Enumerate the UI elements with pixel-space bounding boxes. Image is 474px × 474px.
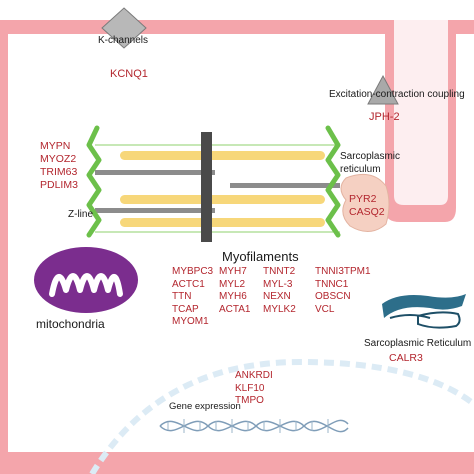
thick-filament xyxy=(120,218,325,227)
z-line-right xyxy=(325,125,341,238)
diamond-icon xyxy=(101,7,147,49)
myofilament-genes-col-1: MYBPC3 ACTC1 TTN TCAP MYOM1 xyxy=(172,266,213,329)
myofilament-gene: MYOM1 xyxy=(172,316,209,327)
jph-gene: JPH-2 xyxy=(369,111,400,123)
mitochondria-label: mitochondria xyxy=(36,317,105,331)
sr-label-line-2: reticulum xyxy=(340,164,381,175)
t-tubule-lumen xyxy=(394,20,448,205)
dna-helix-icon xyxy=(159,419,349,433)
z-line-genes: MYPN MYOZ2 TRIM63 PDLIM3 xyxy=(40,140,78,193)
myofilament-gene: TNNC1 xyxy=(315,278,349,290)
myofilament-gene: MYBPC3 xyxy=(172,266,214,277)
nuclear-envelope xyxy=(89,358,474,474)
sr-sac xyxy=(340,173,390,232)
gene-expression-label: Gene expression xyxy=(169,401,241,412)
myofilament-genes-col-4: TNNI3TPM1 TNNC1 OBSCN VCL xyxy=(315,266,371,316)
k-channel-gene: KCNQ1 xyxy=(110,68,148,80)
myofilament-gene: TTN xyxy=(172,291,192,302)
z-line-gene: TRIM63 xyxy=(40,166,78,179)
z-line-label: Z-line xyxy=(68,209,94,220)
myofilament-gene: ACTA1 xyxy=(219,303,251,315)
gene-expression-gene: TMPO xyxy=(235,395,264,406)
myofilament-gene: MYL2 xyxy=(219,278,246,290)
myofilament-gene: TCAP xyxy=(172,303,199,315)
gene-expression-genes: ANKRDI KLF10 TMPO xyxy=(235,370,273,408)
myofilament-gene: MYH6 xyxy=(219,291,247,302)
mitochondria-graphic xyxy=(34,247,138,313)
thick-filament xyxy=(120,151,325,160)
z-line-gene: MYPN xyxy=(40,140,71,152)
myofilament-genes-col-3: TNNT2 MYL-3 NEXN MYLK2 xyxy=(263,266,296,316)
myofilament-gene: OBSCN xyxy=(315,291,351,302)
z-line-left xyxy=(86,125,102,238)
sr-gene: CASQ2 xyxy=(349,206,385,219)
sarcoplasmic-reticulum-label: Sarcoplasmic reticulum xyxy=(340,150,400,176)
t-tubule-edge xyxy=(394,20,448,34)
excitation-label: Excitation-contraction coupling xyxy=(329,89,465,100)
sarcoplasmic-reticulum-2-label: Sarcoplasmic Reticulum xyxy=(364,338,472,349)
triangle-icon xyxy=(367,74,399,105)
sarcomere xyxy=(86,125,341,242)
myofilament-gene: NEXN xyxy=(263,291,291,302)
myofilament-gene: VCL xyxy=(315,303,335,315)
z-line-gene: MYOZ2 xyxy=(40,153,77,166)
myofilament-gene: ACTC1 xyxy=(172,278,205,290)
m-line xyxy=(201,132,212,242)
myofilament-gene: MYH7 xyxy=(219,266,247,277)
sr-reticulum-gene: CALR3 xyxy=(389,352,423,364)
sr-gene: PYR2 xyxy=(349,193,377,205)
sr-reticulum-graphic xyxy=(382,294,466,329)
myofilament-genes-col-2: MYH7 MYL2 MYH6 ACTA1 xyxy=(219,266,251,316)
sr-label-line-1: Sarcoplasmic xyxy=(340,151,401,162)
k-channels-label: K-channels xyxy=(98,35,149,46)
myofilaments-label: Myofilaments xyxy=(222,249,299,264)
thin-filament xyxy=(95,170,215,175)
myofilament-gene: TNNT2 xyxy=(263,266,296,277)
sr-genes: PYR2 CASQ2 xyxy=(349,193,385,219)
myofilament-gene: MYL-3 xyxy=(263,278,293,290)
cell-membrane-left xyxy=(0,20,8,474)
thin-filament xyxy=(95,208,215,213)
thick-filament xyxy=(120,195,325,204)
z-line-gene: PDLIM3 xyxy=(40,179,78,192)
thin-filament xyxy=(230,183,340,188)
gene-expression-gene: ANKRDI xyxy=(235,370,273,381)
myofilament-gene: MYLK2 xyxy=(263,303,296,315)
myofilament-gene: TNNI3TPM1 xyxy=(315,266,371,277)
cell-membrane-bottom xyxy=(0,452,474,474)
gene-expression-gene: KLF10 xyxy=(235,382,265,394)
